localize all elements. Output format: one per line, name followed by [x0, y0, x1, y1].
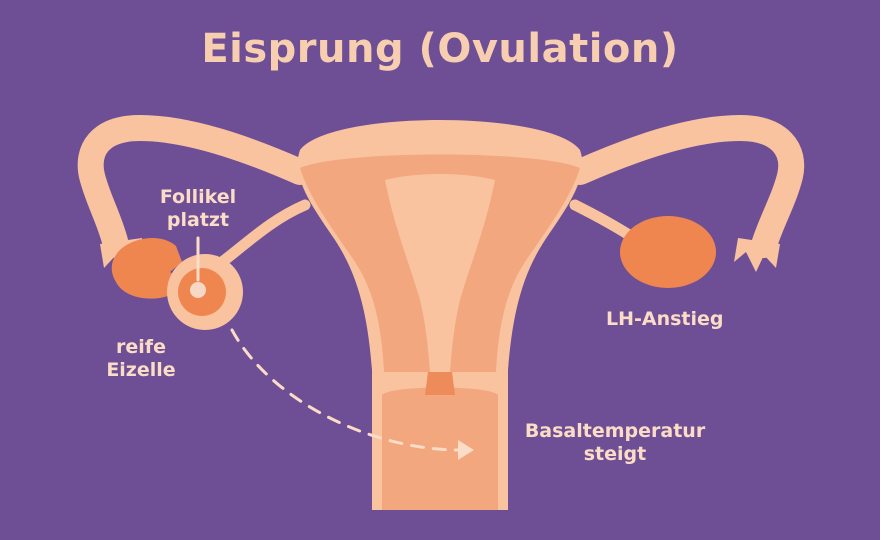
egg-cell	[190, 282, 206, 298]
arrow-head	[458, 440, 474, 460]
ovarian-ligament-left	[216, 199, 311, 268]
fallopian-tube-left	[77, 114, 313, 258]
label-basal-temperature: Basaltemperatur steigt	[524, 420, 706, 465]
fimbriae-right	[734, 238, 780, 272]
ovary-left	[111, 238, 184, 299]
ovary-right	[620, 216, 716, 288]
label-mature-egg: reife Eizelle	[106, 336, 176, 381]
uterine-cavity	[385, 174, 495, 372]
label-lh-surge: LH-Anstieg	[606, 308, 724, 330]
egg-path-arrow	[230, 328, 462, 452]
page-title: Eisprung (Ovulation)	[201, 26, 679, 72]
fallopian-tube-right	[567, 114, 805, 258]
label-follicle-ruptures: Follikel platzt	[159, 186, 237, 231]
cervical-canal	[425, 372, 455, 395]
